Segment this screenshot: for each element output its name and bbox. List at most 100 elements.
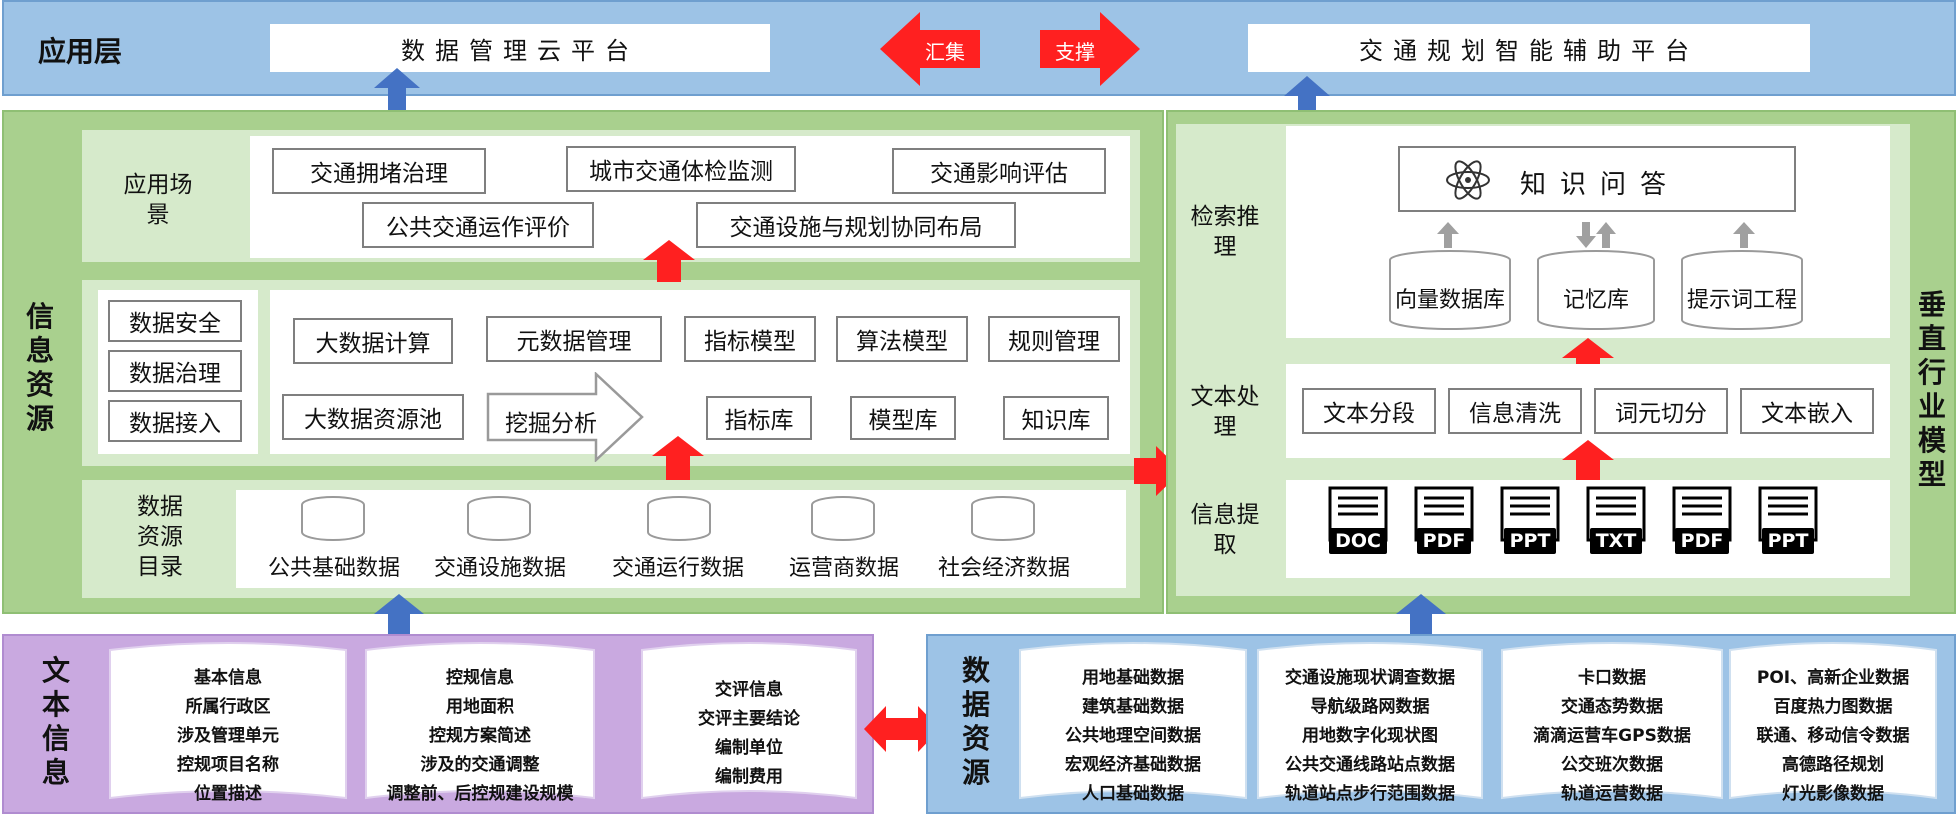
library-item[interactable]: 指标库 [706, 396, 812, 440]
catalog-label: 数据资源目录 [137, 494, 183, 580]
text-step[interactable]: 信息清洗 [1448, 388, 1582, 434]
scroll-text: 基本信息 所属行政区 涉及管理单元 控规项目名称 位置描述 [108, 664, 348, 809]
governance-item[interactable]: 数据接入 [108, 400, 242, 442]
scroll-line: 卡口数据 [1578, 668, 1646, 688]
scenario-item[interactable]: 交通影响评估 [892, 148, 1106, 194]
red-up-arrow [1562, 338, 1614, 382]
scroll-line: 用地基础数据 [1082, 668, 1184, 688]
library-item[interactable]: 模型库 [850, 396, 956, 440]
library-item[interactable]: 知识库 [1003, 396, 1109, 440]
scroll-line: 灯光影像数据 [1782, 784, 1884, 804]
collect-label: 汇集 [925, 40, 965, 64]
mining-arrow-shape [486, 372, 644, 462]
scroll-line: 基本信息 [194, 668, 262, 688]
red-up-arrow [652, 436, 704, 480]
governance-item[interactable]: 数据安全 [108, 300, 242, 342]
scroll-line: 编制费用 [715, 767, 783, 787]
scroll-text: 控规信息 用地面积 控规方案简述 涉及的交通调整 调整前、后控规建设规模 [364, 664, 596, 809]
database-icon [647, 496, 711, 541]
platform-item[interactable]: 规则管理 [988, 316, 1120, 362]
collect-support-arrows [880, 12, 1140, 86]
governance-item[interactable]: 数据治理 [108, 350, 242, 392]
gray-up-arrow [1437, 222, 1459, 248]
scroll-line: 轨道运营数据 [1561, 784, 1663, 804]
database-icon [301, 496, 365, 541]
platform-item[interactable]: 元数据管理 [486, 316, 662, 362]
red-up-arrow [1562, 440, 1614, 482]
file-type-label: DOC [1329, 528, 1387, 554]
file-type-label: PPT [1761, 528, 1815, 554]
platform-item[interactable]: 指标模型 [684, 316, 816, 362]
db-label: 记忆库 [1562, 288, 1629, 313]
pdf-file-icon: PDF [1662, 486, 1742, 554]
pdf-file-icon: PDF [1404, 486, 1484, 554]
scroll-text: 卡口数据 交通态势数据 滴滴运营车GPS数据 公交班次数据 轨道运营数据 [1500, 664, 1724, 809]
scroll-line: 公共交通线路站点数据 [1285, 755, 1455, 775]
file-type-label: PDF [1416, 528, 1472, 554]
scroll-line: 交通设施现状调查数据 [1285, 668, 1455, 688]
catalog-item[interactable]: 公共基础数据 [267, 556, 400, 581]
scroll-shape [1257, 642, 1483, 800]
arrow-right-shape [1040, 12, 1140, 86]
scroll-line: 交评主要结论 [698, 709, 800, 729]
atom-icon [1446, 160, 1490, 200]
text-step[interactable]: 文本分段 [1302, 388, 1436, 434]
scroll-line: 控规项目名称 [177, 755, 279, 775]
scroll-line: 涉及管理单元 [177, 726, 279, 746]
info-resource-label: 信息资源 [25, 300, 54, 435]
database-icon [467, 496, 531, 541]
ppt-file-icon: PPT [1748, 486, 1828, 554]
scroll-line: 公共地理空间数据 [1065, 726, 1201, 746]
scroll-line: 高德路径规划 [1782, 755, 1884, 775]
scroll-text: 交通设施现状调查数据 导航级路网数据 用地数字化现状图 公共交通线路站点数据 轨… [1256, 664, 1484, 809]
scroll-shape [1729, 642, 1937, 800]
knowledge-qa-label: 知识问答 [1520, 170, 1681, 200]
gray-up-down-arrow [1576, 222, 1616, 248]
db-label: 向量数据库 [1394, 288, 1505, 313]
catalog-item[interactable]: 交通设施数据 [433, 556, 566, 581]
red-up-arrow [643, 240, 695, 282]
scroll-line: 用地数字化现状图 [1302, 726, 1438, 746]
scroll-line: 调整前、后控规建设规模 [386, 784, 574, 804]
platform-item[interactable]: 大数据计算 [293, 318, 453, 364]
scroll-line: 编制单位 [715, 738, 783, 758]
mining-label: 挖掘分析 [505, 411, 597, 437]
scroll-shape [1501, 642, 1723, 800]
catalog-item[interactable]: 运营商数据 [788, 556, 899, 581]
txt-file-icon: TXT [1576, 486, 1656, 554]
scenario-item[interactable]: 交通拥堵治理 [272, 148, 486, 194]
text-processing-label: 文本处理 [1190, 384, 1260, 440]
text-step[interactable]: 文本嵌入 [1740, 388, 1874, 434]
scroll-line: 滴滴运营车GPS数据 [1533, 726, 1691, 746]
scroll-shape [365, 642, 595, 800]
scenario-item[interactable]: 交通设施与规划协同布局 [696, 202, 1016, 248]
knowledge-qa-box[interactable] [1398, 146, 1796, 212]
catalog-item[interactable]: 社会经济数据 [937, 556, 1070, 581]
scroll-line: POI、高新企业数据 [1756, 668, 1910, 688]
scroll-text: 用地基础数据 建筑基础数据 公共地理空间数据 宏观经济基础数据 人口基础数据 [1018, 664, 1248, 809]
scroll-text: 交评信息 交评主要结论 编制单位 编制费用 [640, 676, 858, 792]
text-info-label: 文本信息 [41, 654, 70, 789]
doc-file-icon: DOC [1318, 486, 1398, 554]
vector-db-cylinder [1389, 250, 1511, 330]
data-management-cloud-platform[interactable]: 数据管理云平台 [270, 24, 770, 72]
catalog-item[interactable]: 交通运行数据 [611, 556, 744, 581]
scenario-item[interactable]: 城市交通体检监测 [566, 146, 796, 192]
text-step[interactable]: 词元切分 [1594, 388, 1728, 434]
scroll-shape [1019, 642, 1247, 800]
red-double-arrow [864, 706, 940, 752]
scroll-line: 位置描述 [194, 784, 262, 804]
extraction-label: 信息提取 [1190, 502, 1260, 558]
platform-item[interactable]: 算法模型 [836, 316, 968, 362]
scroll-line: 涉及的交通调整 [420, 755, 540, 775]
vertical-model-label: 垂直行业模型 [1917, 288, 1946, 491]
prompt-db-cylinder [1681, 250, 1803, 330]
gray-up-arrow [1733, 222, 1755, 248]
scenario-item[interactable]: 公共交通运作评价 [362, 202, 594, 248]
scroll-line: 交通态势数据 [1561, 697, 1663, 717]
traffic-planning-assistant-platform[interactable]: 交通规划智能辅助平台 [1248, 24, 1810, 72]
big-data-pool[interactable]: 大数据资源池 [282, 394, 464, 440]
scroll-shape [641, 642, 857, 800]
red-right-arrow [1134, 446, 1182, 496]
arrow-left-shape [880, 12, 980, 86]
